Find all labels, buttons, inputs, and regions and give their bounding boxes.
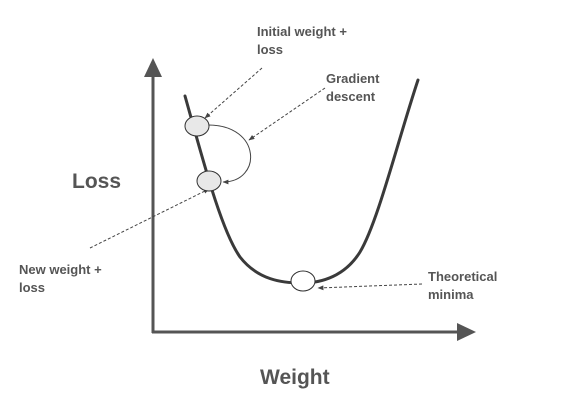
leader-new [89, 188, 210, 249]
new-weight-point [196, 170, 222, 192]
leader-initial [204, 67, 263, 119]
gradient-step-arc [207, 124, 252, 185]
y-axis-arrowhead [144, 58, 162, 77]
leader-minima [317, 283, 423, 291]
leader-gradient [248, 87, 326, 141]
y-axis-title: Loss [72, 170, 122, 193]
initial-weight-label: Initial weight + loss [257, 24, 347, 57]
gradient-descent-label: Gradient descent [326, 71, 380, 104]
initial-weight-point [184, 115, 210, 137]
x-axis-title: Weight [260, 366, 330, 389]
new-weight-label: New weight + loss [19, 262, 102, 295]
x-axis-arrowhead [457, 323, 476, 341]
minima-point [290, 270, 316, 292]
theoretical-minima-label: Theoretical minima [428, 269, 498, 302]
